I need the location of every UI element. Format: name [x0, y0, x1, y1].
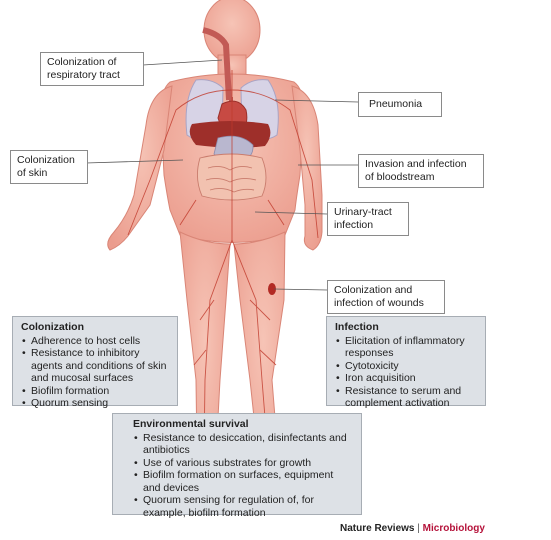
callout-line: Invasion and infection [365, 158, 467, 170]
callout-line: infection of wounds [334, 297, 424, 309]
list-item: Biofilm formation [22, 385, 169, 398]
callout-line: of skin [17, 167, 48, 179]
callout-line: Colonization of [47, 56, 117, 68]
callout-line: of bloodstream [365, 171, 435, 183]
liver [189, 121, 271, 148]
callout-line: Urinary-tract [334, 206, 392, 218]
list-item: Resistance to serum and complement activ… [336, 385, 477, 410]
leader-lines [85, 59, 359, 291]
callout-urinary-tract: Urinary-tract infection [327, 202, 409, 236]
panel-title: Colonization [21, 321, 84, 333]
panel-colonization: Colonization Adherence to host cells Res… [12, 316, 178, 409]
list-item: Cytotoxicity [336, 360, 477, 373]
callout-line: Colonization [17, 154, 75, 166]
panel-list: Elicitation of inflammatory responses Cy… [335, 335, 477, 410]
list-item: Quorum sensing [22, 397, 169, 410]
callout-line: Colonization and [334, 284, 413, 296]
callout-pneumonia: Pneumonia [358, 92, 442, 117]
callout-line: infection [334, 219, 374, 231]
list-item: Adherence to host cells [22, 335, 169, 348]
list-item: Quorum sensing for regulation of, for ex… [134, 494, 353, 519]
panel-title: Environmental survival [133, 418, 249, 430]
callout-wounds: Colonization and infection of wounds [327, 280, 445, 314]
callout-bloodstream: Invasion and infection of bloodstream [358, 154, 484, 188]
credit-separator: | [417, 523, 420, 534]
panel-infection: Infection Elicitation of inflammatory re… [326, 316, 486, 409]
panel-list: Resistance to desiccation, disinfectants… [133, 432, 353, 520]
panel-environmental-survival: Environmental survival Resistance to des… [112, 413, 362, 519]
list-item: Resistance to desiccation, disinfectants… [134, 432, 353, 457]
panel-title: Infection [335, 321, 379, 333]
callout-line: Pneumonia [369, 98, 423, 110]
blood-vessels [127, 70, 319, 499]
list-item: Biofilm formation on surfaces, equipment… [134, 469, 353, 494]
list-item: Use of various substrates for growth [134, 457, 353, 470]
publication-credit: Nature Reviews | Microbiology [340, 523, 485, 534]
list-item: Elicitation of inflammatory responses [336, 335, 477, 360]
journal-name: Microbiology [422, 523, 485, 534]
callout-skin: Colonization of skin [10, 150, 88, 184]
wound-marker [268, 283, 276, 295]
callout-line: respiratory tract [47, 69, 120, 81]
callout-respiratory-tract: Colonization of respiratory tract [40, 52, 144, 86]
panel-list: Adherence to host cells Resistance to in… [21, 335, 169, 410]
list-item: Resistance to inhibitory agents and cond… [22, 347, 169, 385]
list-item: Iron acquisition [336, 372, 477, 385]
publisher-name: Nature Reviews [340, 523, 415, 534]
